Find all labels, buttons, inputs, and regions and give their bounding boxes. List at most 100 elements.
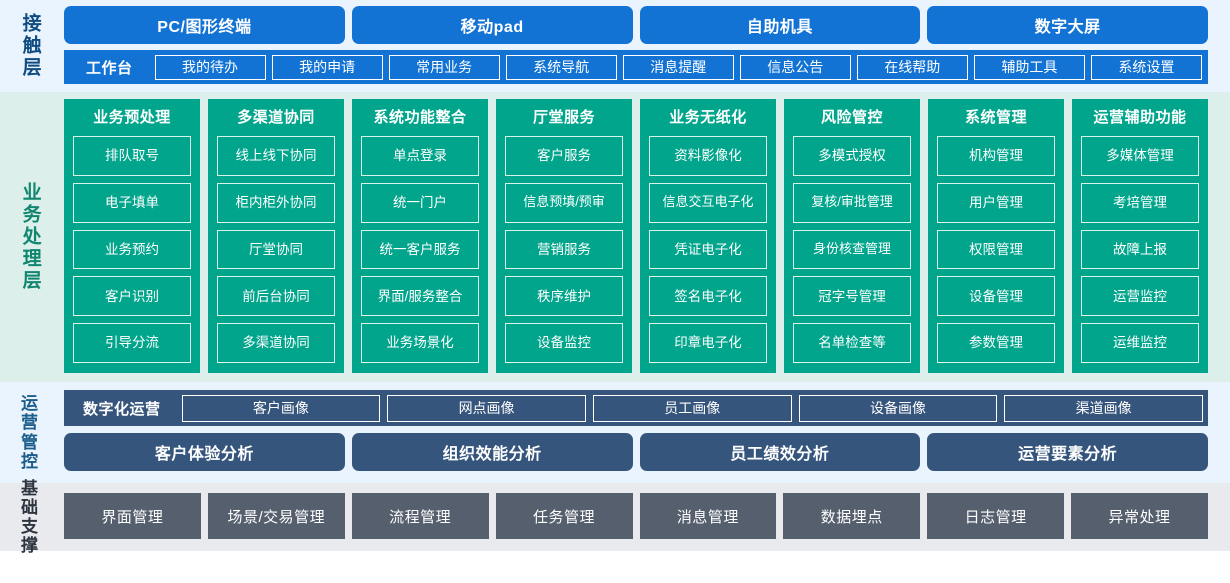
business-column-title: 业务无纸化: [669, 109, 747, 126]
digital-operations-title: 数字化运营: [83, 400, 161, 418]
business-item[interactable]: 业务场景化: [361, 323, 479, 363]
business-column-risk-control: 风险管控 多模式授权 复核/审批管理 身份核查管理 冠字号管理 名单检查等: [784, 99, 920, 373]
digital-operations-row: 数字化运营 客户画像 网点画像 员工画像 设备画像 渠道画像: [64, 390, 1208, 426]
business-item[interactable]: 厅堂协同: [217, 229, 335, 270]
business-item[interactable]: 签名电子化: [649, 276, 767, 317]
layer-base-support: 基础支撑 界面管理 场景/交易管理 流程管理 任务管理 消息管理 数据埋点 日志…: [0, 479, 1230, 555]
business-item[interactable]: 用户管理: [937, 182, 1055, 223]
business-item[interactable]: 引导分流: [73, 323, 191, 363]
business-item[interactable]: 前后台协同: [217, 276, 335, 317]
workbench-item-announcement[interactable]: 信息公告: [739, 54, 851, 80]
business-item[interactable]: 考培管理: [1081, 182, 1199, 223]
business-item[interactable]: 排队取号: [73, 136, 191, 176]
layer-business: 业务处理层 业务预处理 排队取号 电子填单 业务预约 客户识别 引导分流 多渠道…: [0, 92, 1230, 382]
layer-label-business-text: 业务处理层: [19, 182, 41, 292]
business-item[interactable]: 设备监控: [505, 323, 623, 363]
base-support-body: 界面管理 场景/交易管理 流程管理 任务管理 消息管理 数据埋点 日志管理 异常…: [60, 483, 1230, 551]
business-column-lobby-service: 厅堂服务 客户服务 信息预填/预审 营销服务 秩序维护 设备监控: [496, 99, 632, 373]
base-item-task-management[interactable]: 任务管理: [495, 493, 633, 539]
workbench-item-my-application[interactable]: 我的申请: [271, 54, 383, 80]
business-item[interactable]: 设备管理: [937, 276, 1055, 317]
workbench-item-aux-tools[interactable]: 辅助工具: [973, 54, 1085, 80]
layer-label-base-support: 基础支撑: [0, 479, 60, 555]
analysis-row: 客户体验分析 组织效能分析 员工绩效分析 运营要素分析: [64, 433, 1208, 471]
workbench-item-message-alert[interactable]: 消息提醒: [622, 54, 734, 80]
business-columns: 业务预处理 排队取号 电子填单 业务预约 客户识别 引导分流 多渠道协同 线上线…: [60, 92, 1230, 382]
business-item[interactable]: 身份核查管理: [793, 229, 911, 270]
business-item[interactable]: 业务预约: [73, 229, 191, 270]
business-column-title: 多渠道协同: [237, 109, 315, 126]
business-item[interactable]: 资料影像化: [649, 136, 767, 176]
workbench-item-online-help[interactable]: 在线帮助: [856, 54, 968, 80]
analysis-customer-experience[interactable]: 客户体验分析: [64, 433, 345, 471]
business-item[interactable]: 单点登录: [361, 136, 479, 176]
business-column-title: 运营辅助功能: [1093, 109, 1187, 126]
workbench-item-system-nav[interactable]: 系统导航: [505, 54, 617, 80]
business-item[interactable]: 多渠道协同: [217, 323, 335, 363]
layer-label-base-support-text: 基础支撑: [21, 478, 39, 556]
business-item[interactable]: 统一门户: [361, 182, 479, 223]
portrait-branch[interactable]: 网点画像: [387, 394, 586, 422]
business-item[interactable]: 名单检查等: [793, 323, 911, 363]
channel-button-digital-screen[interactable]: 数字大屏: [927, 6, 1208, 44]
business-column-pre-processing: 业务预处理 排队取号 电子填单 业务预约 客户识别 引导分流: [64, 99, 200, 373]
analysis-organization-efficiency[interactable]: 组织效能分析: [351, 433, 633, 471]
business-item[interactable]: 凭证电子化: [649, 229, 767, 270]
business-item[interactable]: 线上线下协同: [217, 136, 335, 176]
business-column-multichannel: 多渠道协同 线上线下协同 柜内柜外协同 厅堂协同 前后台协同 多渠道协同: [208, 99, 344, 373]
base-item-scenario-transaction[interactable]: 场景/交易管理: [207, 493, 345, 539]
business-item[interactable]: 多模式授权: [793, 136, 911, 176]
business-item[interactable]: 印章电子化: [649, 323, 767, 363]
layer-label-operations: 运营管控: [0, 382, 60, 483]
business-item[interactable]: 统一客户服务: [361, 229, 479, 270]
business-item[interactable]: 客户识别: [73, 276, 191, 317]
business-item[interactable]: 故障上报: [1081, 229, 1199, 270]
business-item[interactable]: 冠字号管理: [793, 276, 911, 317]
business-item[interactable]: 秩序维护: [505, 276, 623, 317]
base-item-process-management[interactable]: 流程管理: [351, 493, 489, 539]
portrait-channel[interactable]: 渠道画像: [1004, 394, 1204, 422]
business-item[interactable]: 信息预填/预审: [505, 182, 623, 223]
layer-label-business: 业务处理层: [0, 92, 60, 382]
business-column-title: 厅堂服务: [532, 109, 595, 126]
business-item[interactable]: 信息交互电子化: [649, 182, 767, 223]
workbench-title: 工作台: [86, 59, 133, 77]
business-column-paperless: 业务无纸化 资料影像化 信息交互电子化 凭证电子化 签名电子化 印章电子化: [640, 99, 776, 373]
business-item[interactable]: 权限管理: [937, 229, 1055, 270]
business-item[interactable]: 柜内柜外协同: [217, 182, 335, 223]
business-item[interactable]: 复核/审批管理: [793, 182, 911, 223]
base-item-data-tracking[interactable]: 数据埋点: [783, 493, 921, 539]
base-item-log-management[interactable]: 日志管理: [927, 493, 1065, 539]
analysis-operation-factors[interactable]: 运营要素分析: [927, 433, 1208, 471]
portrait-device[interactable]: 设备画像: [798, 394, 998, 422]
business-item[interactable]: 客户服务: [505, 136, 623, 176]
business-item[interactable]: 运维监控: [1081, 323, 1199, 363]
base-item-ui-management[interactable]: 界面管理: [64, 493, 201, 539]
business-item[interactable]: 运营监控: [1081, 276, 1199, 317]
business-item[interactable]: 电子填单: [73, 182, 191, 223]
portrait-customer[interactable]: 客户画像: [181, 394, 381, 422]
base-item-exception-handling[interactable]: 异常处理: [1071, 493, 1208, 539]
business-column-system-management: 系统管理 机构管理 用户管理 权限管理 设备管理 参数管理: [928, 99, 1064, 373]
business-item[interactable]: 机构管理: [937, 136, 1055, 176]
business-column-title: 业务预处理: [93, 109, 171, 126]
workbench-item-common-business[interactable]: 常用业务: [388, 54, 500, 80]
channel-button-pc[interactable]: PC/图形终端: [64, 6, 345, 44]
contact-body: PC/图形终端 移动pad 自助机具 数字大屏 工作台 我的待办 我的申请 常用…: [60, 0, 1230, 92]
channel-button-self-service[interactable]: 自助机具: [639, 6, 921, 44]
channel-button-mobile-pad[interactable]: 移动pad: [351, 6, 633, 44]
business-item[interactable]: 参数管理: [937, 323, 1055, 363]
channel-row: PC/图形终端 移动pad 自助机具 数字大屏: [64, 6, 1208, 44]
analysis-employee-performance[interactable]: 员工绩效分析: [639, 433, 921, 471]
base-item-message-management[interactable]: 消息管理: [639, 493, 777, 539]
business-item[interactable]: 营销服务: [505, 229, 623, 270]
business-item[interactable]: 多媒体管理: [1081, 136, 1199, 176]
workbench-item-my-todo[interactable]: 我的待办: [154, 54, 266, 80]
workbench-item-system-settings[interactable]: 系统设置: [1090, 54, 1202, 80]
business-column-system-integration: 系统功能整合 单点登录 统一门户 统一客户服务 界面/服务整合 业务场景化: [352, 99, 488, 373]
portrait-employee[interactable]: 员工画像: [592, 394, 792, 422]
layer-contact: 接触层 PC/图形终端 移动pad 自助机具 数字大屏 工作台 我的待办 我的申…: [0, 0, 1230, 92]
layer-label-contact-text: 接触层: [19, 13, 41, 79]
business-item[interactable]: 界面/服务整合: [361, 276, 479, 317]
